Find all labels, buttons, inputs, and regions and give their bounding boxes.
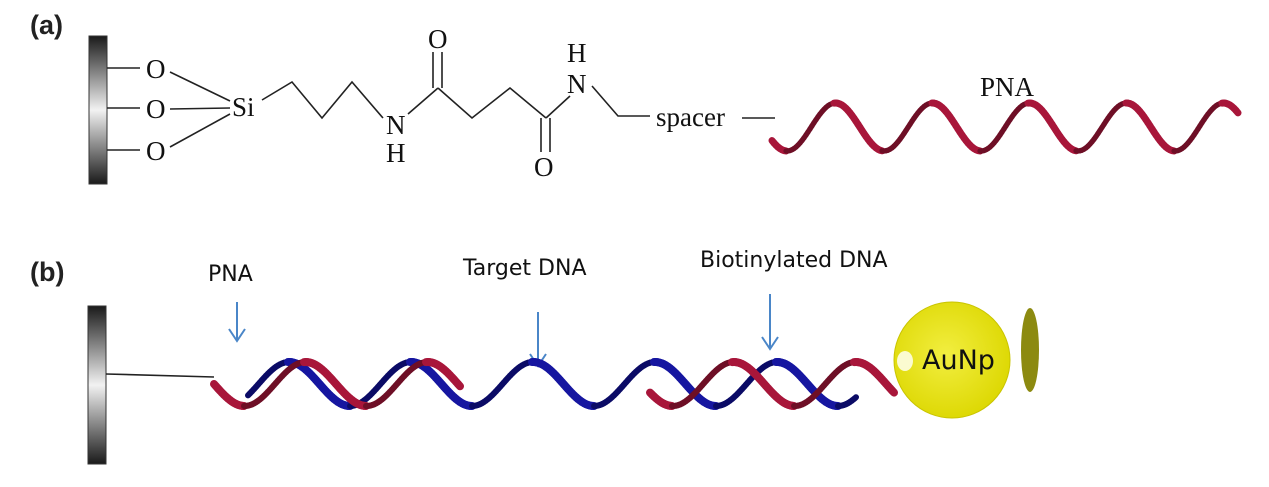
linker-b [105, 373, 215, 378]
bond-n2-spacer [591, 85, 650, 117]
succinyl-chain [437, 86, 547, 120]
callout-arrow-head [761, 336, 779, 351]
surface-a [88, 35, 108, 185]
spacer-label: spacer [656, 102, 725, 132]
nanoparticle-label: AuNp [922, 345, 995, 376]
bond-n1-c1 [407, 87, 439, 115]
atom-h2: H [567, 38, 587, 68]
pna-strand-a-segment [1232, 106, 1242, 117]
atom-o2: O [146, 94, 166, 124]
atom-n1: N [386, 110, 406, 140]
pna-strand-a [768, 99, 1242, 155]
propyl-chain [261, 80, 384, 120]
surface-b [87, 305, 107, 465]
panel-b: (b) PNA Target DNA Biotinylated DNA AuNp [30, 248, 1039, 465]
bond-c2-n2 [545, 95, 571, 119]
nanoparticle-sphere [893, 301, 1011, 419]
atom-o-top: O [428, 24, 448, 54]
pna-label-a: PNA [980, 72, 1035, 102]
bond-o3-si [169, 113, 231, 148]
biotinylated-dna-label: Biotinylated DNA [700, 248, 888, 273]
target-dna-strand-segment [851, 394, 859, 402]
callout-arrow-head [228, 328, 246, 343]
panel-a-label: (a) [30, 10, 63, 40]
pna-strand-b-segment [454, 380, 464, 391]
nanoparticle-highlight [897, 351, 913, 371]
atom-h1: H [386, 138, 406, 168]
duplex-strands [210, 358, 898, 410]
callout-arrows [228, 294, 779, 368]
panel-a: (a) O O O Si N H O O H N [30, 10, 1242, 185]
bond-o1-si [169, 71, 231, 102]
atom-o-bottom: O [534, 152, 554, 182]
gold-nanoparticle: AuNp [893, 301, 1039, 419]
target-dna-label: Target DNA [462, 256, 587, 281]
atom-o3: O [146, 136, 166, 166]
atom-n2: N [567, 69, 587, 99]
bond-o2-si [169, 107, 231, 110]
biotinylated-dna-strand-segment [888, 386, 898, 397]
nanoparticle-shadow [1021, 308, 1039, 392]
atom-si: Si [232, 92, 255, 122]
panel-b-label: (b) [30, 257, 64, 287]
atom-o1: O [146, 54, 166, 84]
pna-label-b: PNA [208, 262, 253, 287]
